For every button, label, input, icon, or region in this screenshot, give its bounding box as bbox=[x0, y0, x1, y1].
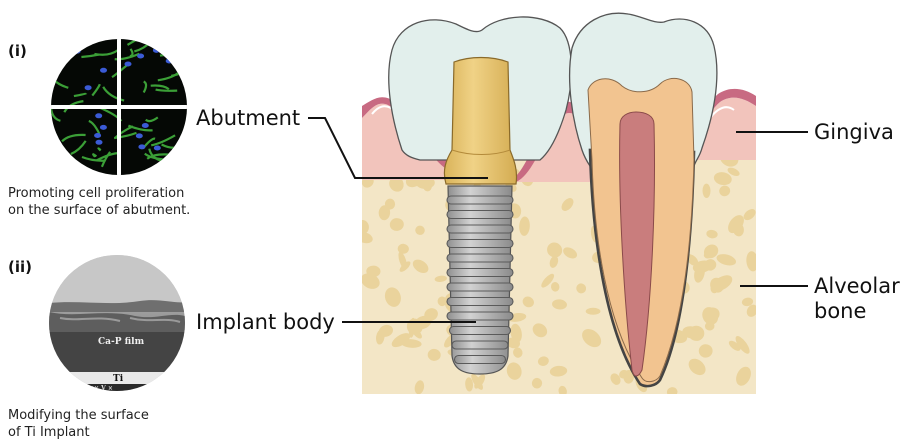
implant-thread bbox=[447, 225, 513, 233]
implant-thread bbox=[447, 211, 513, 219]
implant-thread bbox=[450, 327, 511, 335]
cell-nucleus bbox=[142, 123, 149, 128]
panel-i-tag: (i) bbox=[8, 42, 27, 60]
panel-i-caption-line2: on the surface of abutment. bbox=[8, 203, 190, 218]
implant-thread bbox=[447, 312, 513, 320]
implant-thread bbox=[452, 341, 508, 349]
cell-nucleus bbox=[166, 59, 173, 64]
implant-body-label: Implant body bbox=[196, 310, 335, 334]
ca-p-film-label: Ca-P film bbox=[98, 337, 145, 347]
panel-ii-tag: (ii) bbox=[8, 258, 32, 276]
cell-nucleus bbox=[94, 133, 101, 138]
implant-thread bbox=[447, 283, 513, 291]
implant-thread bbox=[455, 356, 506, 364]
cell-nucleus bbox=[153, 48, 160, 53]
cell-nucleus bbox=[74, 49, 81, 54]
abutment-post bbox=[444, 58, 516, 185]
alveolar-bone-label-line2: bone bbox=[814, 299, 866, 323]
panel-ii-caption-line1: Modifying the surface bbox=[8, 408, 149, 423]
cell-fiber bbox=[151, 169, 167, 174]
cell-nucleus bbox=[100, 68, 107, 73]
gingiva-label: Gingiva bbox=[814, 120, 894, 144]
cell-fiber bbox=[156, 90, 178, 91]
cell-nucleus bbox=[136, 133, 143, 138]
cell-nucleus bbox=[76, 45, 83, 50]
bone-trabecula bbox=[586, 308, 601, 315]
panel-ii-caption-line2: of Ti Implant bbox=[8, 425, 90, 440]
implant-screw bbox=[447, 186, 513, 374]
cell-nucleus bbox=[137, 54, 144, 59]
implant-thread bbox=[447, 196, 513, 204]
cell-fiber bbox=[177, 53, 199, 61]
cell-fiber bbox=[98, 148, 100, 150]
cell-nucleus bbox=[154, 146, 161, 151]
cell-nucleus bbox=[85, 85, 92, 90]
cell-nucleus bbox=[138, 144, 145, 149]
sem-scale-text: ××× V × bbox=[84, 385, 113, 392]
cell-nucleus bbox=[100, 125, 107, 130]
implant-thread bbox=[447, 254, 513, 262]
ti-surface-sem-image: Ca-P film Ti ××× V × bbox=[49, 255, 185, 392]
ti-label: Ti bbox=[113, 374, 124, 384]
abutment-label: Abutment bbox=[196, 106, 300, 130]
cell-proliferation-micrograph bbox=[49, 37, 200, 175]
implant-thread bbox=[447, 269, 513, 277]
implant-thread bbox=[447, 240, 513, 248]
cell-nucleus bbox=[96, 140, 103, 145]
alveolar-bone-label-line1: Alveolar bbox=[814, 274, 900, 298]
implant-thread bbox=[447, 298, 513, 306]
panel-i-caption-line1: Promoting cell proliferation bbox=[8, 186, 184, 201]
cell-nucleus bbox=[95, 113, 102, 118]
cell-nucleus bbox=[125, 62, 132, 67]
